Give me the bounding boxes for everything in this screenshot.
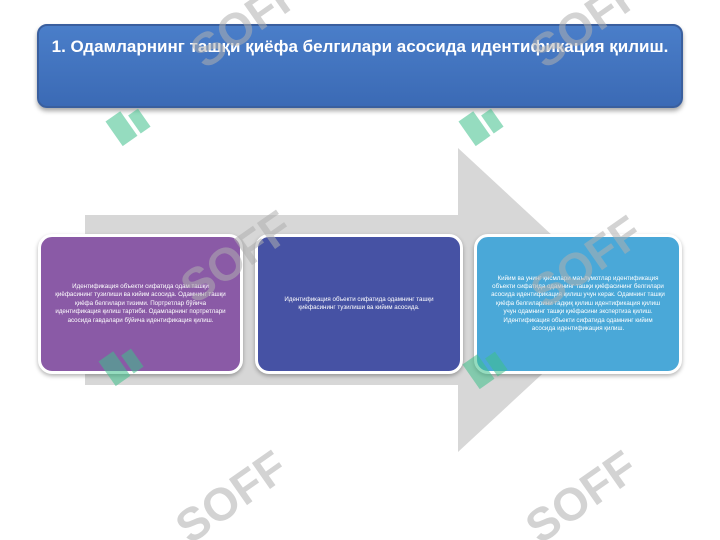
step-box-3: Кийим ва унинг қисмлари маълумотлар иден… (474, 234, 682, 374)
step-box-2-text: Идентификация объекти сифатида одамнинг … (284, 295, 434, 311)
step-box-3-text: Кийим ва унинг қисмлари маълумотлар иден… (491, 274, 665, 333)
step-box-1: Идентификация объекти сифатида одам ташқ… (38, 234, 243, 374)
slide-title: 1. Одамларнинг ташқи қиёфа белгилари асо… (51, 37, 669, 56)
step-box-2: Идентификация объекти сифатида одамнинг … (255, 234, 463, 374)
step-box-1-text: Идентификация объекти сифатида одам ташқ… (55, 282, 226, 324)
title-banner: 1. Одамларнинг ташқи қиёфа белгилари асо… (37, 24, 683, 108)
